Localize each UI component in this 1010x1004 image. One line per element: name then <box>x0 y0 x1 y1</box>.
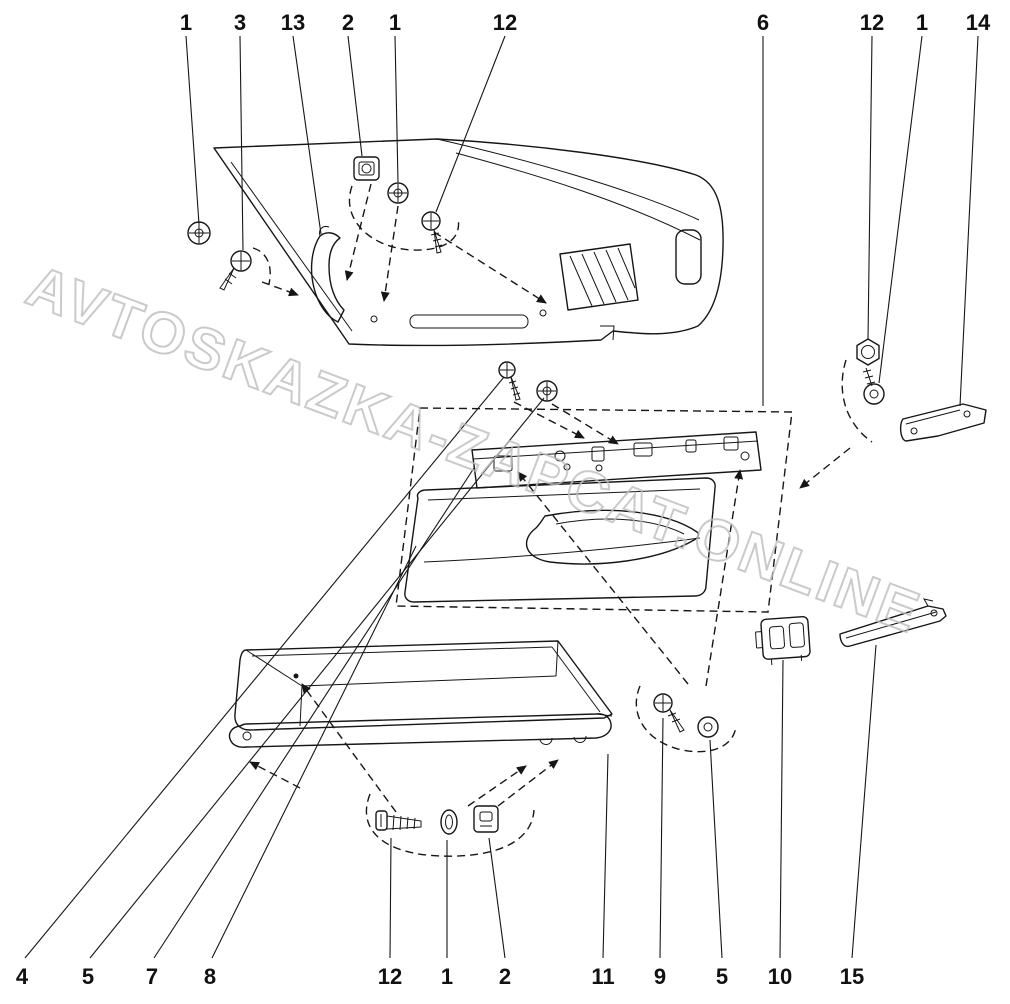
hinge-bracket-drawing <box>310 226 345 323</box>
latch-guide-arrows <box>517 469 744 687</box>
bottom-fastener-group <box>365 793 535 857</box>
leader-lines <box>24 35 979 959</box>
lid-assembly-frame <box>395 407 793 613</box>
right-fastener-group <box>799 338 987 489</box>
dashboard-panel-drawing <box>213 138 724 347</box>
glovebox-lid-drawing <box>404 477 716 603</box>
glovebox-bin-drawing <box>228 640 613 813</box>
lid-screw-group <box>498 361 619 445</box>
latch-striker-drawing <box>755 616 811 666</box>
left-fastener-group <box>187 221 299 297</box>
latch-screw-group <box>635 685 737 753</box>
latch-rail-drawing <box>471 431 762 489</box>
top-fastener-group <box>344 156 547 304</box>
stay-rod-drawing <box>839 598 947 648</box>
